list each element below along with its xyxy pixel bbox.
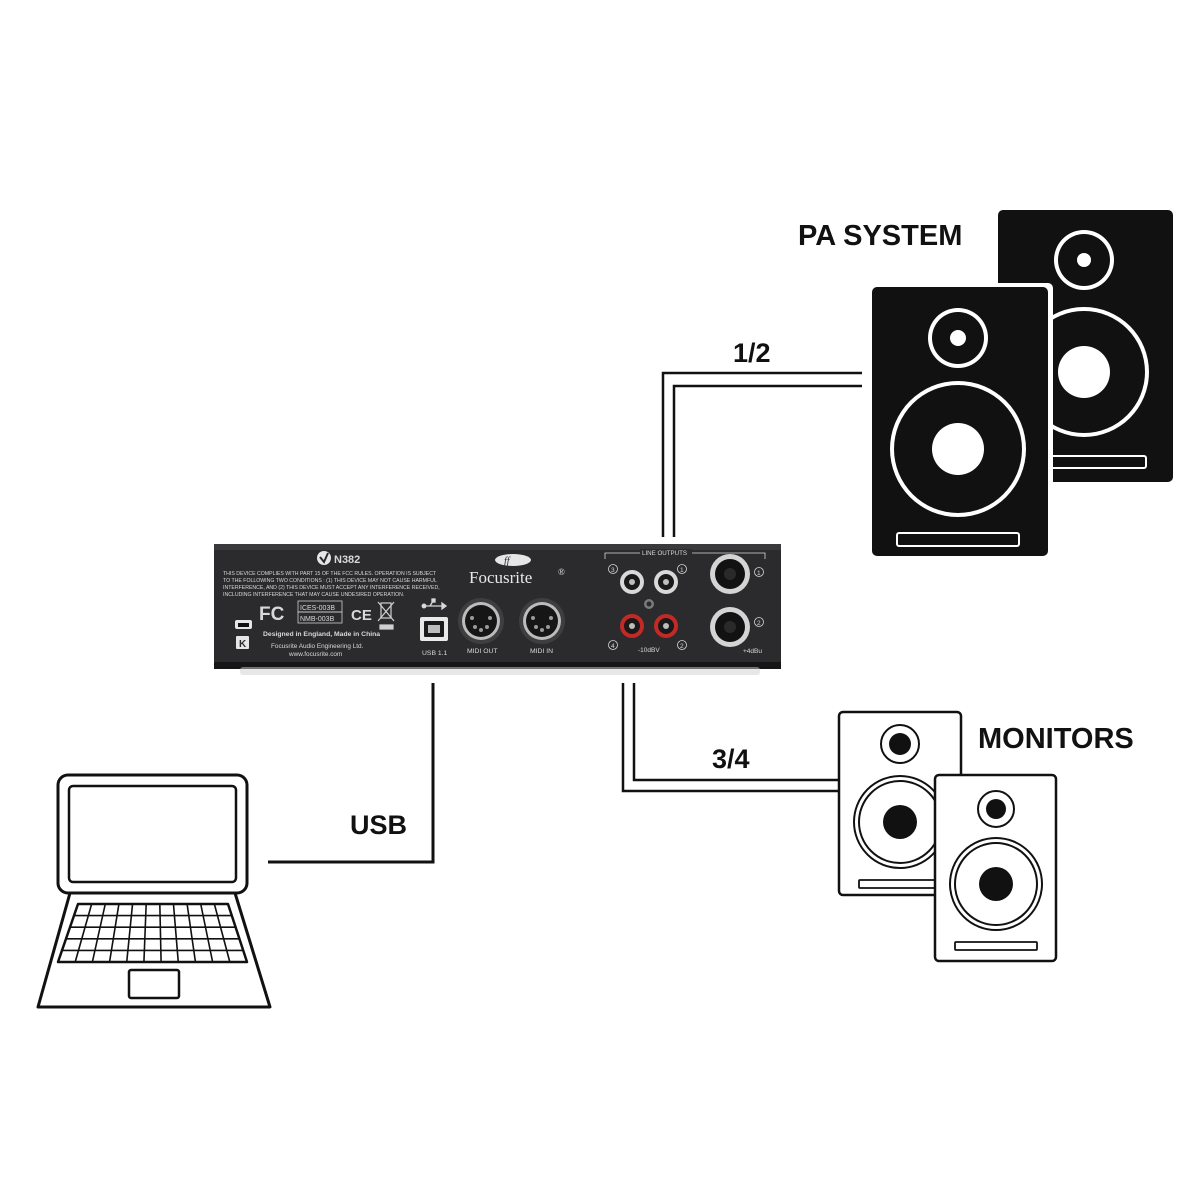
svg-text:1: 1 <box>680 567 684 574</box>
midi-in-port[interactable] <box>519 598 565 644</box>
jack-channel-marker-2: 2 <box>754 617 764 627</box>
channel-marker-4: 4 <box>608 640 618 650</box>
svg-text:2: 2 <box>680 643 684 650</box>
label-outputs-34: 3/4 <box>712 744 750 774</box>
rca-level-label: -10dBV <box>638 647 660 654</box>
fcc-text-line-4: INCLUDING INTERFERENCE THAT MAY CAUSE UN… <box>223 592 404 598</box>
label-usb: USB <box>350 810 407 840</box>
focusrite-logo-icon <box>495 554 531 566</box>
audio-interface: N382 THIS DEVICE COMPLIES WITH PART 15 O… <box>214 544 781 675</box>
fcc-mark: FC <box>259 604 285 625</box>
fcc-text-line-3: INTERFERENCE, AND (2) THIS DEVICE MUST A… <box>223 585 440 591</box>
rca-output-3[interactable] <box>620 570 644 594</box>
svg-text:4: 4 <box>611 643 615 650</box>
monitor-speaker-front <box>933 773 1058 963</box>
channel-marker-2: 2 <box>677 640 687 650</box>
fcc-text-line-2: TO THE FOLLOWING TWO CONDITIONS : (1) TH… <box>223 578 437 584</box>
label-outputs-12: 1/2 <box>733 338 771 368</box>
label-monitors: MONITORS <box>978 723 1134 755</box>
usb-symbol-icon <box>421 598 448 611</box>
line-outputs-label: LINE OUTPUTS <box>642 550 687 557</box>
svg-text:ff: ff <box>504 556 511 567</box>
channel-marker-1: 1 <box>677 564 687 574</box>
nmb-mark: NMB-003B <box>300 616 335 623</box>
channel-marker-3: 3 <box>608 564 618 574</box>
cable-usb <box>268 683 435 864</box>
laptop-icon <box>36 773 272 1009</box>
midi-in-label: MIDI IN <box>530 648 553 655</box>
fcc-text-line-1: THIS DEVICE COMPLIES WITH PART 15 OF THE… <box>223 571 437 577</box>
jack-level-label: +4dBu <box>743 648 762 655</box>
kensington-lock-icon <box>236 636 249 649</box>
brand-name: Focusrite <box>469 568 532 587</box>
ices-mark: ICES-003B <box>300 605 335 612</box>
company-text: Focusrite Audio Engineering Ltd. <box>271 643 364 650</box>
jack-channel-marker-1: 1 <box>754 567 764 577</box>
laptop-keyboard <box>62 903 244 963</box>
monitor-speaker-back <box>837 710 963 897</box>
weee-bin-icon <box>377 601 395 630</box>
usb-port-label: USB 1.1 <box>422 650 448 657</box>
website-text: www.focusrite.com <box>288 651 342 658</box>
rca-output-1[interactable] <box>654 570 678 594</box>
midi-out-label: MIDI OUT <box>467 648 498 655</box>
laptop-trackpad <box>127 968 181 1000</box>
svg-text:K: K <box>239 639 247 650</box>
svg-text:3: 3 <box>611 567 615 574</box>
rca-output-4[interactable] <box>620 614 644 638</box>
origin-text: Designed in England, Made in China <box>263 631 380 638</box>
usb-port[interactable] <box>420 617 448 641</box>
rca-output-2[interactable] <box>654 614 678 638</box>
model-number: N382 <box>334 554 360 566</box>
pa-speaker-front <box>868 283 1053 560</box>
cable-line-outputs-12 <box>661 371 862 537</box>
jack-output-2[interactable] <box>710 607 750 647</box>
label-pa-system: PA SYSTEM <box>798 220 962 252</box>
jack-output-1[interactable] <box>710 554 750 594</box>
brand-registered: ® <box>558 567 565 577</box>
ce-mark: CE <box>351 607 372 624</box>
midi-out-port[interactable] <box>458 598 504 644</box>
cable-line-outputs-34 <box>621 683 838 793</box>
svg-text:2: 2 <box>757 620 761 627</box>
svg-text:1: 1 <box>757 570 761 577</box>
